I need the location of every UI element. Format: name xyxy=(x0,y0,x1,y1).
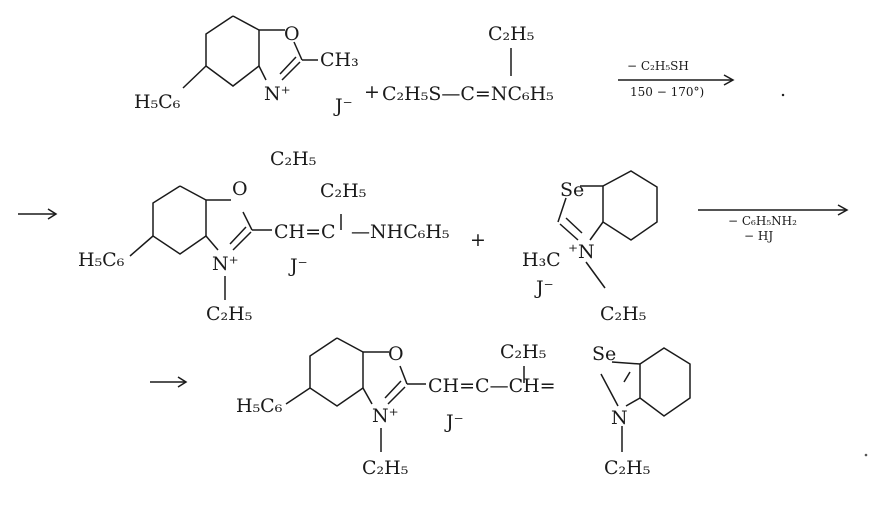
ring-fusion-top-bond xyxy=(179,185,207,201)
phenyl-bond xyxy=(182,65,207,89)
n-c-bond xyxy=(205,235,219,251)
arrow-row-2-lead xyxy=(18,208,58,220)
c2-n-double-bond xyxy=(281,61,301,81)
nitrogen-label: N xyxy=(611,407,628,429)
iodide-label: J⁻ xyxy=(444,411,464,433)
o-c2-bond xyxy=(242,211,253,231)
nitrogen-cation-label: N⁺ xyxy=(212,253,239,275)
ethyl-top-label: C₂H₅ xyxy=(488,23,534,45)
phenyl-bond xyxy=(129,235,154,257)
intermediate-hemicyanine: C₂H₅ O H₅C₆ N⁺ C₂H₅ CH=C C₂H₅ —NHC₆H₅ J⁻ xyxy=(78,148,450,325)
c2-n-double-bond-2 xyxy=(229,226,247,245)
se-c2-bond xyxy=(557,197,567,223)
left-ring-fusion-top-bond xyxy=(336,337,364,353)
ch-c2-bond xyxy=(623,371,631,383)
c2-n-double-bond-2 xyxy=(384,380,402,399)
iodide-label: J⁻ xyxy=(333,95,353,117)
methine-chain-label: CH=C—CH= xyxy=(428,375,556,397)
selenium-label: Se xyxy=(592,343,616,365)
phenyl-label: H₅C₆ xyxy=(236,395,283,417)
c2-n-double-bond xyxy=(559,223,579,241)
lead-arrow-2-head xyxy=(47,208,58,220)
nitrogen-cation-label: N⁺ xyxy=(264,83,291,105)
arrow-row-3-lead xyxy=(150,376,188,388)
chain-ethyl-label: C₂H₅ xyxy=(500,341,546,363)
arrow-step-1: − C₂H₅SH 150 − 170°) xyxy=(618,59,735,99)
reactant-imidothioester: C₂H₅ C₂H₅S—C=NC₆H₅ xyxy=(382,23,554,105)
plus-sign-2: + xyxy=(470,229,486,251)
n-ethyl-label: C₂H₅ xyxy=(206,303,252,325)
benzene-ring-bonds xyxy=(602,170,658,241)
c2-n-double-bond xyxy=(232,231,252,251)
n-c-bond xyxy=(589,221,604,241)
arrow-2-head xyxy=(837,204,849,216)
ring-fusion-top-bond xyxy=(232,15,260,31)
n-ethyl-right-label: C₂H₅ xyxy=(604,457,650,479)
phenyl-bond xyxy=(285,387,311,405)
arrow-1-condition-above: − C₂H₅SH xyxy=(627,59,689,73)
arrow-2-condition-below: − HJ xyxy=(744,229,773,243)
product-carbocyanine: O H₅C₆ N⁺ C₂H₅ CH=C—CH= C₂H₅ J⁻ Se N C₂H… xyxy=(236,337,691,479)
oxygen-label: O xyxy=(284,23,300,45)
imidothioester-formula: C₂H₅S—C=NC₆H₅ xyxy=(382,83,554,105)
iodide-label: J⁻ xyxy=(534,277,554,299)
arrow-1-head xyxy=(723,74,735,86)
right-benzene-ring-bonds xyxy=(639,347,691,417)
c2-n-double-bond-2 xyxy=(565,217,583,234)
c2-n-double-bond xyxy=(387,386,406,405)
stray-speck xyxy=(864,453,868,457)
reactant-benzoxazolium: O CH₃ H₅C₆ N⁺ J⁻ xyxy=(134,15,359,117)
ethyl-top-label: C₂H₅ xyxy=(270,148,316,170)
nitrogen-cation-label: N⁺ xyxy=(372,405,399,427)
trailing-dot: . xyxy=(780,79,786,101)
oxygen-label: O xyxy=(388,343,404,365)
n-ethyl-label: C₂H₅ xyxy=(600,303,646,325)
selenium-label: Se xyxy=(560,179,584,201)
arrow-1-condition-below: 150 − 170°) xyxy=(630,85,704,99)
o-c2-bond xyxy=(399,365,408,385)
chain-ethyl-label: C₂H₅ xyxy=(320,180,366,202)
lead-arrow-3-head xyxy=(177,376,188,388)
methine-chain-label: CH=C xyxy=(274,221,336,243)
anilino-label: —NHC₆H₅ xyxy=(351,221,450,243)
n-ethyl-left-label: C₂H₅ xyxy=(362,457,408,479)
o-c2-bond xyxy=(293,41,303,61)
nitrogen-cation-label: ⁺N xyxy=(568,241,595,263)
phenyl-label: H₅C₆ xyxy=(78,249,125,271)
iodide-label: J⁻ xyxy=(288,255,308,277)
c2-n-bond xyxy=(600,373,619,407)
methyl-label: CH₃ xyxy=(320,49,359,71)
phenyl-label: H₅C₆ xyxy=(134,91,181,113)
reactant-benzoselenazolium: Se H₃C ⁺N J⁻ C₂H₅ xyxy=(522,170,658,325)
se-c-bond xyxy=(611,361,641,365)
methyl-label: H₃C xyxy=(522,249,561,271)
arrow-2-condition-above: − C₆H₅NH₂ xyxy=(728,214,797,228)
n-c-bond xyxy=(625,397,641,407)
n-c-bond xyxy=(258,65,267,81)
n-ethyl-bond xyxy=(585,261,606,289)
oxygen-label: O xyxy=(232,178,248,200)
plus-sign-1: + xyxy=(364,81,380,103)
c2-n-double-bond-2 xyxy=(279,56,297,75)
arrow-step-2: − C₆H₅NH₂ − HJ xyxy=(698,204,849,243)
n-c-bond xyxy=(362,387,373,405)
